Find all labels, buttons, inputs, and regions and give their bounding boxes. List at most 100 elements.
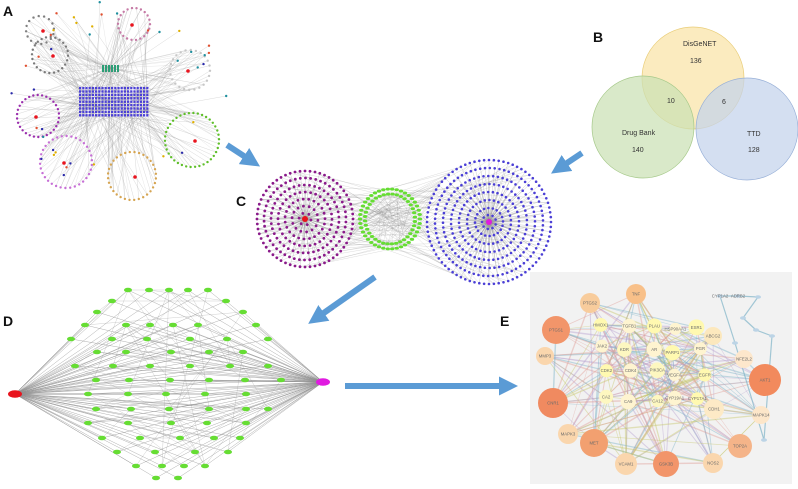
panel-a-target-node bbox=[133, 100, 136, 103]
panel-a-outer-node bbox=[79, 139, 82, 142]
panel-c-green-node bbox=[412, 200, 417, 204]
panel-c-green-node bbox=[367, 231, 372, 235]
panel-e-edge bbox=[589, 302, 595, 444]
panel-a-edge bbox=[109, 9, 128, 69]
panel-e-gene-node bbox=[669, 322, 682, 335]
panel-c-blue-node bbox=[491, 226, 494, 230]
panel-a-outer-node bbox=[41, 148, 45, 152]
panel-a-outer-node bbox=[28, 95, 31, 99]
panel-c-blue-node bbox=[434, 231, 438, 235]
panel-c-blue-node bbox=[434, 188, 438, 191]
panel-a-edge bbox=[109, 67, 218, 131]
panel-a-edge bbox=[86, 104, 145, 179]
panel-a-outer-node bbox=[189, 165, 192, 169]
panel-c-blue-node bbox=[455, 200, 459, 203]
panel-c-purple-node bbox=[281, 202, 285, 206]
panel-e-hub-gene-node bbox=[580, 429, 608, 457]
panel-d-edge bbox=[14, 393, 179, 479]
panel-c-edge bbox=[488, 200, 495, 223]
panel-d-edge bbox=[95, 379, 210, 410]
panel-a-target-node bbox=[104, 103, 107, 107]
venn-count-disgenet: 136 bbox=[690, 58, 702, 65]
panel-a-target-node bbox=[139, 110, 142, 114]
panel-c-purple-node bbox=[259, 198, 263, 201]
panel-e-gene-label: CYP1A2 bbox=[712, 294, 729, 299]
panel-c-purple-node bbox=[333, 200, 336, 204]
panel-c-purple-node bbox=[262, 193, 265, 197]
panel-d-edge bbox=[14, 351, 98, 395]
panel-e-edge bbox=[593, 442, 714, 464]
panel-c-edge bbox=[350, 229, 368, 234]
panel-c-purple-node bbox=[351, 222, 355, 226]
panel-c-edge bbox=[452, 209, 490, 223]
panel-c-blue-node bbox=[453, 190, 456, 193]
panel-d-edge bbox=[168, 408, 206, 467]
panel-a-outer-node bbox=[56, 136, 59, 139]
panel-a-edge bbox=[58, 70, 81, 89]
panel-c-green-node bbox=[365, 237, 371, 241]
panel-c-purple-node bbox=[281, 232, 284, 236]
panel-d-edge bbox=[170, 351, 324, 383]
panel-c-blue-node bbox=[540, 188, 544, 191]
panel-e-gene-label: NOS2 bbox=[707, 461, 719, 466]
panel-a-target-node bbox=[139, 97, 142, 100]
panel-a-target-node bbox=[114, 90, 117, 93]
panel-a-outer-node bbox=[202, 163, 205, 166]
panel-a-edge bbox=[32, 58, 111, 69]
panel-c-green-node bbox=[358, 213, 363, 216]
panel-c-blue-node bbox=[483, 166, 487, 170]
panel-a-target-node bbox=[88, 103, 91, 107]
panel-a-edge bbox=[65, 46, 87, 116]
panel-c-blue-node bbox=[503, 235, 507, 239]
panel-c-blue-node bbox=[466, 213, 470, 217]
panel-d-edge bbox=[14, 289, 189, 395]
panel-a-edge bbox=[43, 104, 125, 138]
panel-c-blue-node bbox=[509, 251, 513, 255]
panel-c-blue-node bbox=[469, 253, 472, 257]
panel-c-purple-node bbox=[340, 235, 344, 239]
panel-c-edge bbox=[460, 221, 490, 268]
panel-a-target-node bbox=[88, 107, 91, 110]
panel-c-blue-node bbox=[440, 194, 444, 197]
panel-c-purple-node bbox=[303, 258, 306, 262]
panel-a-outer-node bbox=[58, 38, 61, 41]
panel-c-green-node bbox=[417, 217, 423, 221]
panel-b-venn-diagram: DisGeNET 136 Drug Bank 140 TTD 128 10 6 bbox=[591, 26, 798, 181]
venn-count-drugbank: 140 bbox=[632, 147, 644, 154]
panel-d-green-node bbox=[194, 322, 202, 328]
panel-d-green-node bbox=[210, 435, 218, 441]
panel-a-target-node bbox=[107, 90, 110, 93]
panel-a-edge bbox=[26, 31, 111, 69]
panel-a-edge bbox=[76, 22, 106, 112]
panel-a-target-node bbox=[127, 103, 130, 107]
panel-a-edge bbox=[109, 56, 205, 69]
panel-a-outer-node bbox=[72, 16, 76, 19]
panel-c-blue-node bbox=[525, 223, 529, 227]
panel-a-outer-node bbox=[179, 114, 182, 117]
panel-a-outer-node bbox=[128, 198, 131, 202]
panel-c-blue-node bbox=[430, 197, 434, 200]
panel-c-green-node bbox=[394, 188, 399, 192]
panel-e-gene-node bbox=[599, 389, 614, 404]
panel-e-edge bbox=[600, 324, 632, 371]
panel-c-blue-node bbox=[549, 215, 553, 219]
panel-a-outer-node bbox=[37, 55, 40, 58]
panel-d-edge bbox=[87, 381, 324, 424]
panel-c-blue-node bbox=[483, 266, 487, 270]
panel-c-blue-node bbox=[522, 251, 525, 254]
panel-c-purple-node bbox=[285, 210, 288, 213]
panel-c-purple-node bbox=[270, 211, 273, 215]
panel-d-edge bbox=[14, 324, 127, 395]
panel-c-blue-node bbox=[442, 226, 445, 229]
panel-c-green-node bbox=[410, 207, 415, 211]
panel-c-green-node bbox=[416, 226, 421, 230]
panel-c-edge bbox=[304, 218, 330, 261]
panel-c-blue-node bbox=[534, 261, 538, 264]
panel-a-target-node bbox=[120, 86, 123, 90]
panel-e-edge bbox=[654, 325, 675, 375]
panel-c-green-node bbox=[367, 202, 372, 206]
panel-c-blue-node bbox=[524, 170, 527, 174]
panel-d-edge bbox=[168, 289, 244, 353]
panel-c-edge bbox=[488, 221, 525, 264]
